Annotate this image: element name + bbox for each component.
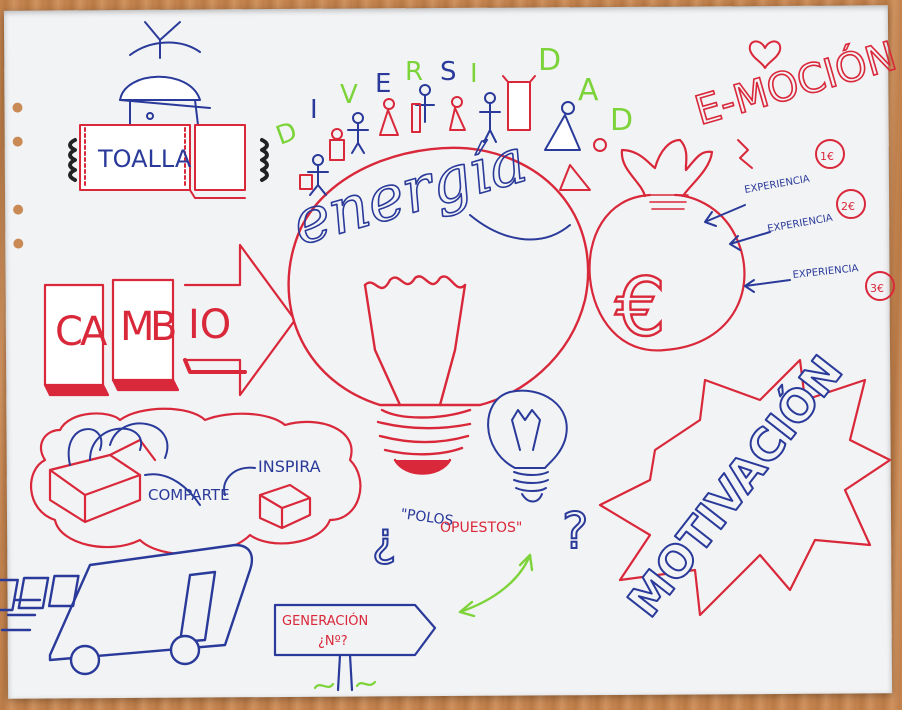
motivacion-burst xyxy=(598,358,892,617)
comparte-label: COMPARTE xyxy=(148,486,230,504)
small-lightbulb xyxy=(487,389,568,503)
diversidad-letter: D xyxy=(610,103,633,138)
big-lightbulb xyxy=(287,146,590,475)
cambio-letter: A xyxy=(80,309,108,355)
cambio-letter: B xyxy=(150,304,177,350)
diversidad-letter: I xyxy=(470,59,478,89)
diversity-people xyxy=(299,75,607,196)
experiencia-euro: 2€ xyxy=(841,200,855,213)
cambio-arrow xyxy=(43,243,297,397)
character-with-propeller-hat xyxy=(119,21,211,129)
diversidad-letter: D xyxy=(538,43,561,78)
cambio-letter: C xyxy=(55,309,83,355)
generacion-number-label: ¿Nº? xyxy=(318,634,348,649)
experience-arrows xyxy=(704,204,791,293)
diversidad-letter: I xyxy=(310,95,318,125)
toalla-label: TOALLA xyxy=(97,145,192,173)
experiencia-label: EXPERIENCIA xyxy=(792,263,859,281)
heart-icon xyxy=(737,40,782,169)
experiencia-label: EXPERIENCIA xyxy=(767,213,834,235)
idea-cloud xyxy=(30,407,362,556)
close-question-mark: ? xyxy=(562,502,589,560)
diversidad-letter: V xyxy=(340,80,358,110)
experiencia-euro: 3€ xyxy=(870,282,884,295)
share-arrows xyxy=(67,422,256,506)
bus-drawing xyxy=(0,543,254,676)
cambio-letter: M xyxy=(120,304,155,350)
generacion-label: GENERACIÓN xyxy=(282,613,368,629)
euro-symbol: € xyxy=(615,261,666,354)
diversidad-letter: S xyxy=(440,57,457,87)
euro-coins xyxy=(815,139,895,301)
double-arrow xyxy=(458,553,534,618)
emocion-label: E-MOCIÓN xyxy=(690,31,902,134)
diversidad-letter: D xyxy=(272,117,301,152)
polos-label: "POLOS xyxy=(399,506,454,529)
inspira-label: INSPIRA xyxy=(258,457,321,476)
opuestos-label: OPUESTOS" xyxy=(440,520,522,536)
experiencia-euro: 1€ xyxy=(820,150,834,163)
diversidad-letter: E xyxy=(375,69,391,99)
diversidad-letter: R xyxy=(405,57,423,87)
towel-dispenser xyxy=(68,124,269,199)
open-question-mark: ¿ xyxy=(372,512,396,566)
money-bag xyxy=(588,138,746,352)
experiencia-label: EXPERIENCIA xyxy=(744,174,811,196)
generation-signpost xyxy=(273,603,437,692)
cambio-letter: IO xyxy=(188,302,231,348)
diversidad-letter: A xyxy=(578,73,599,108)
